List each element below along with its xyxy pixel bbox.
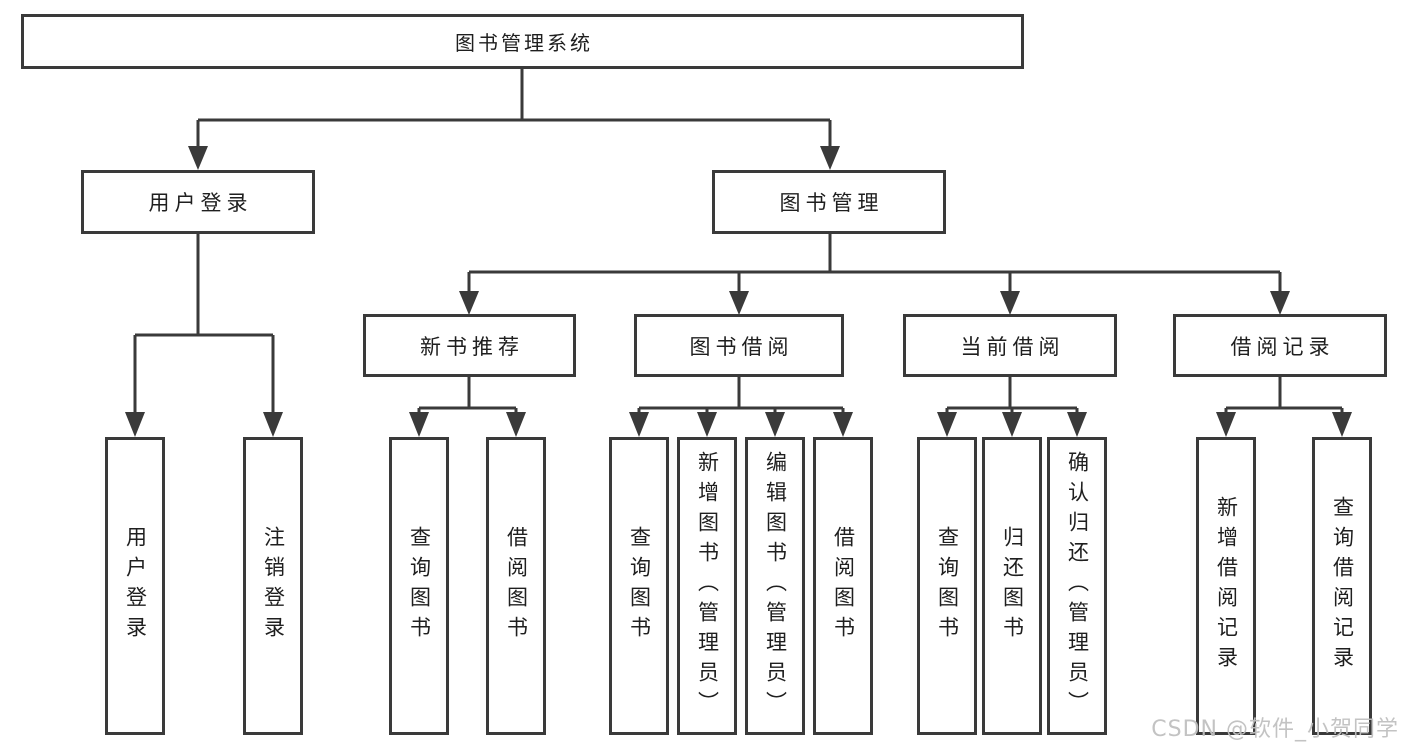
node-label: 借阅记录 [1230, 334, 1335, 359]
node-label: 编辑图书（管理员） [763, 451, 788, 721]
node-label: 新书推荐 [420, 334, 524, 359]
node-label: 查询图书 [935, 526, 960, 646]
node-current-borrowing: 当前借阅 [903, 314, 1117, 377]
leaf-query-books-recommend: 查询图书 [389, 437, 449, 735]
node-label: 查询图书 [407, 526, 432, 646]
node-label: 归还图书 [1000, 526, 1025, 646]
node-borrowing-records: 借阅记录 [1173, 314, 1387, 377]
watermark: CSDN @软件_小贺同学 [1151, 717, 1399, 742]
node-label: 图书管理系统 [455, 31, 593, 55]
leaf-logout: 注销登录 [243, 437, 303, 735]
leaf-user-login: 用户登录 [105, 437, 165, 735]
node-book-management-system: 图书管理系统 [21, 14, 1024, 69]
leaf-query-books-current: 查询图书 [917, 437, 977, 735]
leaf-confirm-return-admin: 确认归还（管理员） [1047, 437, 1107, 735]
node-label: 查询借阅记录 [1330, 496, 1355, 676]
leaf-borrow-books-borrowing: 借阅图书 [813, 437, 873, 735]
leaf-query-books-borrowing: 查询图书 [609, 437, 669, 735]
node-user-login: 用户登录 [81, 170, 315, 234]
node-label: 确认归还（管理员） [1065, 451, 1090, 721]
arrowheads [125, 146, 1352, 437]
node-label: 新增图书（管理员） [695, 451, 720, 721]
node-label: 新增借阅记录 [1214, 496, 1239, 676]
node-label: 图书借阅 [689, 334, 794, 359]
node-label: 借阅图书 [831, 526, 856, 646]
node-book-borrowing: 图书借阅 [634, 314, 844, 377]
node-label: 当前借阅 [960, 334, 1065, 359]
node-book-management: 图书管理 [712, 170, 946, 234]
leaf-add-books-admin: 新增图书（管理员） [677, 437, 737, 735]
node-label: 注销登录 [261, 526, 286, 646]
leaf-add-borrow-record: 新增借阅记录 [1196, 437, 1256, 735]
leaf-borrow-books-recommend: 借阅图书 [486, 437, 546, 735]
leaf-return-books: 归还图书 [982, 437, 1042, 735]
node-label: 用户登录 [148, 191, 253, 215]
connector-paths [133, 68, 1344, 414]
leaf-query-borrow-record: 查询借阅记录 [1312, 437, 1372, 735]
node-label: 借阅图书 [504, 526, 529, 646]
node-new-book-recommendation: 新书推荐 [363, 314, 576, 377]
node-label: 图书管理 [779, 191, 884, 215]
leaf-edit-books-admin: 编辑图书（管理员） [745, 437, 805, 735]
node-label: 查询图书 [627, 526, 652, 646]
node-label: 用户登录 [123, 526, 148, 646]
